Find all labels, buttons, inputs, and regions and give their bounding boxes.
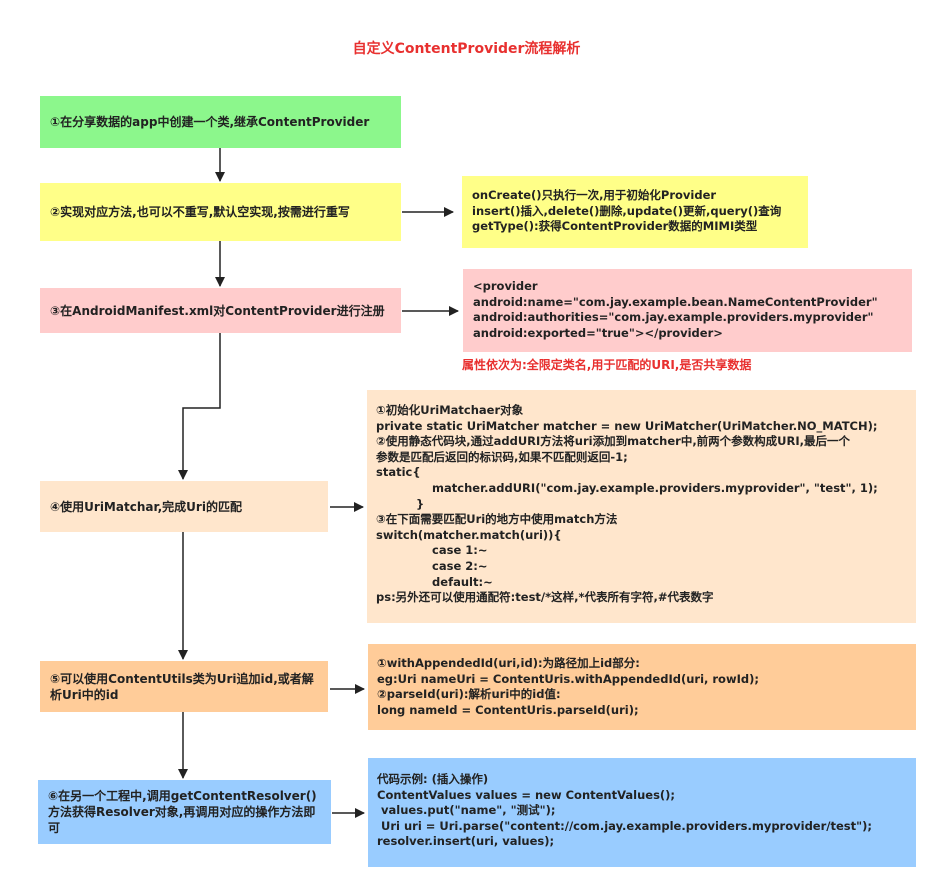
step-5-text: ⑤可以使用ContentUtils类为Uri追加id,或者解析Uri中的id [50, 671, 314, 702]
detail-line: values.put("name", "测试"); [377, 803, 556, 818]
detail-line: <provider [473, 279, 538, 293]
detail-line: long nameId = ContentUris.parseId(uri); [377, 702, 639, 717]
step-1-box: ①在分享数据的app中创建一个类,继承ContentProvider [40, 96, 401, 148]
detail-line: private static UriMatcher matcher = new … [376, 418, 878, 433]
step-3-box: ③在AndroidManifest.xml对ContentProvider进行注… [40, 288, 401, 333]
detail-line: matcher.addURI("com.jay.example.provider… [376, 480, 878, 495]
detail-line: default:~ [376, 574, 493, 589]
detail-line: static{ [376, 465, 421, 480]
detail-line: ②使用静态代码块,通过addURI方法将uri添加到matcher中,前两个参数… [376, 434, 851, 449]
detail-line: android:authorities="com.jay.example.pro… [473, 310, 874, 325]
detail-line: ①初始化UriMatchaer对象 [376, 403, 524, 417]
step-5-box: ⑤可以使用ContentUtils类为Uri追加id,或者解析Uri中的id [40, 661, 328, 712]
step-6-box: ⑥在另一个工程中,调用getContentResolver()方法获得Resol… [38, 780, 331, 844]
detail-line: 代码示例: (插入操作) [377, 772, 489, 786]
step-4-text: ④使用UriMatchar,完成Uri的匹配 [50, 499, 242, 514]
detail-line: 参数是匹配后返回的标识码,如果不匹配则返回-1; [376, 449, 628, 464]
detail-line: insert()插入,delete()删除,update()更新,query()… [472, 203, 782, 218]
detail-line: ②parseId(uri):解析uri中的id值: [377, 687, 561, 702]
step-6-text: ⑥在另一个工程中,调用getContentResolver()方法获得Resol… [48, 789, 317, 835]
detail-line: } [376, 496, 425, 511]
step-2-text: ②实现对应方法,也可以不重写,默认空实现,按需进行重写 [50, 205, 350, 219]
detail-contenturis-box: ①withAppendedId(uri,id):为路径加上id部分:eg:Uri… [368, 644, 916, 730]
detail-line: ContentValues values = new ContentValues… [377, 787, 676, 802]
step-3-text: ③在AndroidManifest.xml对ContentProvider进行注… [50, 303, 385, 318]
detail-line: ps:另外还可以使用通配符:test/*这样,*代表所有字符,#代表数字 [376, 590, 714, 605]
detail-line: eg:Uri nameUri = ContentUris.withAppende… [377, 671, 759, 686]
detail-line: ③在下面需要匹配Uri的地方中使用match方法 [376, 512, 618, 527]
detail-line: ①withAppendedId(uri,id):为路径加上id部分: [377, 656, 640, 670]
detail-line: case 2:~ [376, 558, 488, 573]
diagram-title: 自定义ContentProvider流程解析 [352, 41, 581, 57]
manifest-attribute-note: 属性依次为:全限定类名,用于匹配的URI,是否共享数据 [462, 358, 752, 372]
detail-line: case 1:~ [376, 543, 488, 558]
step-2-box: ②实现对应方法,也可以不重写,默认空实现,按需进行重写 [40, 183, 401, 241]
detail-line: onCreate()只执行一次,用于初始化Provider [472, 188, 717, 202]
step-1-text: ①在分享数据的app中创建一个类,继承ContentProvider [50, 115, 370, 129]
detail-line: resolver.insert(uri, values); [377, 834, 555, 849]
arrow-step3-step4 [178, 333, 221, 480]
detail-resolver-box: 代码示例: (插入操作)ContentValues values = new C… [368, 758, 916, 867]
detail-line: android:name="com.jay.example.bean.NameC… [473, 294, 878, 309]
detail-line: android:exported="true"></provider> [473, 325, 723, 340]
step-4-box: ④使用UriMatchar,完成Uri的匹配 [40, 481, 328, 532]
detail-line: getType():获得ContentProvider数据的MIMI类型 [472, 219, 758, 234]
detail-line: Uri uri = Uri.parse("content://com.jay.e… [377, 818, 872, 833]
detail-line: switch(matcher.match(uri)){ [376, 527, 562, 542]
